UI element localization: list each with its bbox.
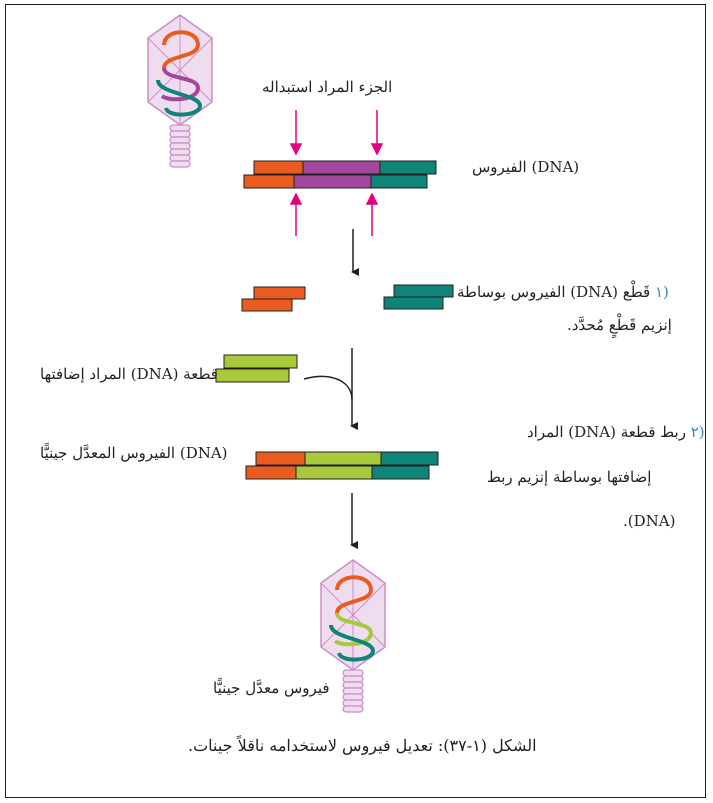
- dna-strand-icon: [329, 575, 376, 662]
- modified-virus-label: فيروس معدَّل جينيًّا: [213, 679, 330, 697]
- figure-caption: الشكل (١-٣٧): تعديل فيروس لاستخدامه ناقل…: [188, 736, 537, 755]
- bacteriophage-icon: [320, 559, 386, 713]
- cut-fragments: [241, 284, 454, 312]
- step1-text: قَطْع (DNA) الفيروس بوساطة: [457, 283, 651, 301]
- curved-arrow-icon: [303, 348, 358, 430]
- step2-line3: (DNA).: [623, 512, 676, 530]
- virus-dna-label: (DNA) الفيروس: [472, 158, 580, 176]
- virus-dna-strands: [243, 160, 437, 189]
- modified-dna-strands: [245, 451, 439, 480]
- replace-part-label: الجزء المراد استبداله: [262, 78, 393, 96]
- cut-site-arrows: [289, 110, 384, 236]
- modified-dna-label: (DNA) الفيروس المعدَّل جينيًّا: [40, 444, 228, 462]
- step2-line2: إضافتها بوساطة إنزيم ربط: [487, 468, 652, 486]
- bacteriophage-icon: [147, 14, 213, 168]
- insert-dna-label: قطعة (DNA) المراد إضافتها: [40, 365, 218, 383]
- step2-number: (٢: [690, 423, 705, 441]
- insert-dna-strands: [215, 354, 298, 383]
- step2-line1: (٢ ربط قطعة (DNA) المراد: [527, 425, 705, 440]
- step1-number: (١: [654, 283, 669, 301]
- step2-text: ربط قطعة (DNA) المراد: [527, 423, 686, 441]
- step1-line2: إنزيم قَطْعٍ مُحدَّد.: [567, 316, 672, 334]
- step1-line1: (١ قَطْع (DNA) الفيروس بوساطة: [457, 285, 669, 300]
- figure-frame: [5, 4, 706, 798]
- dna-strand-icon: [156, 30, 203, 117]
